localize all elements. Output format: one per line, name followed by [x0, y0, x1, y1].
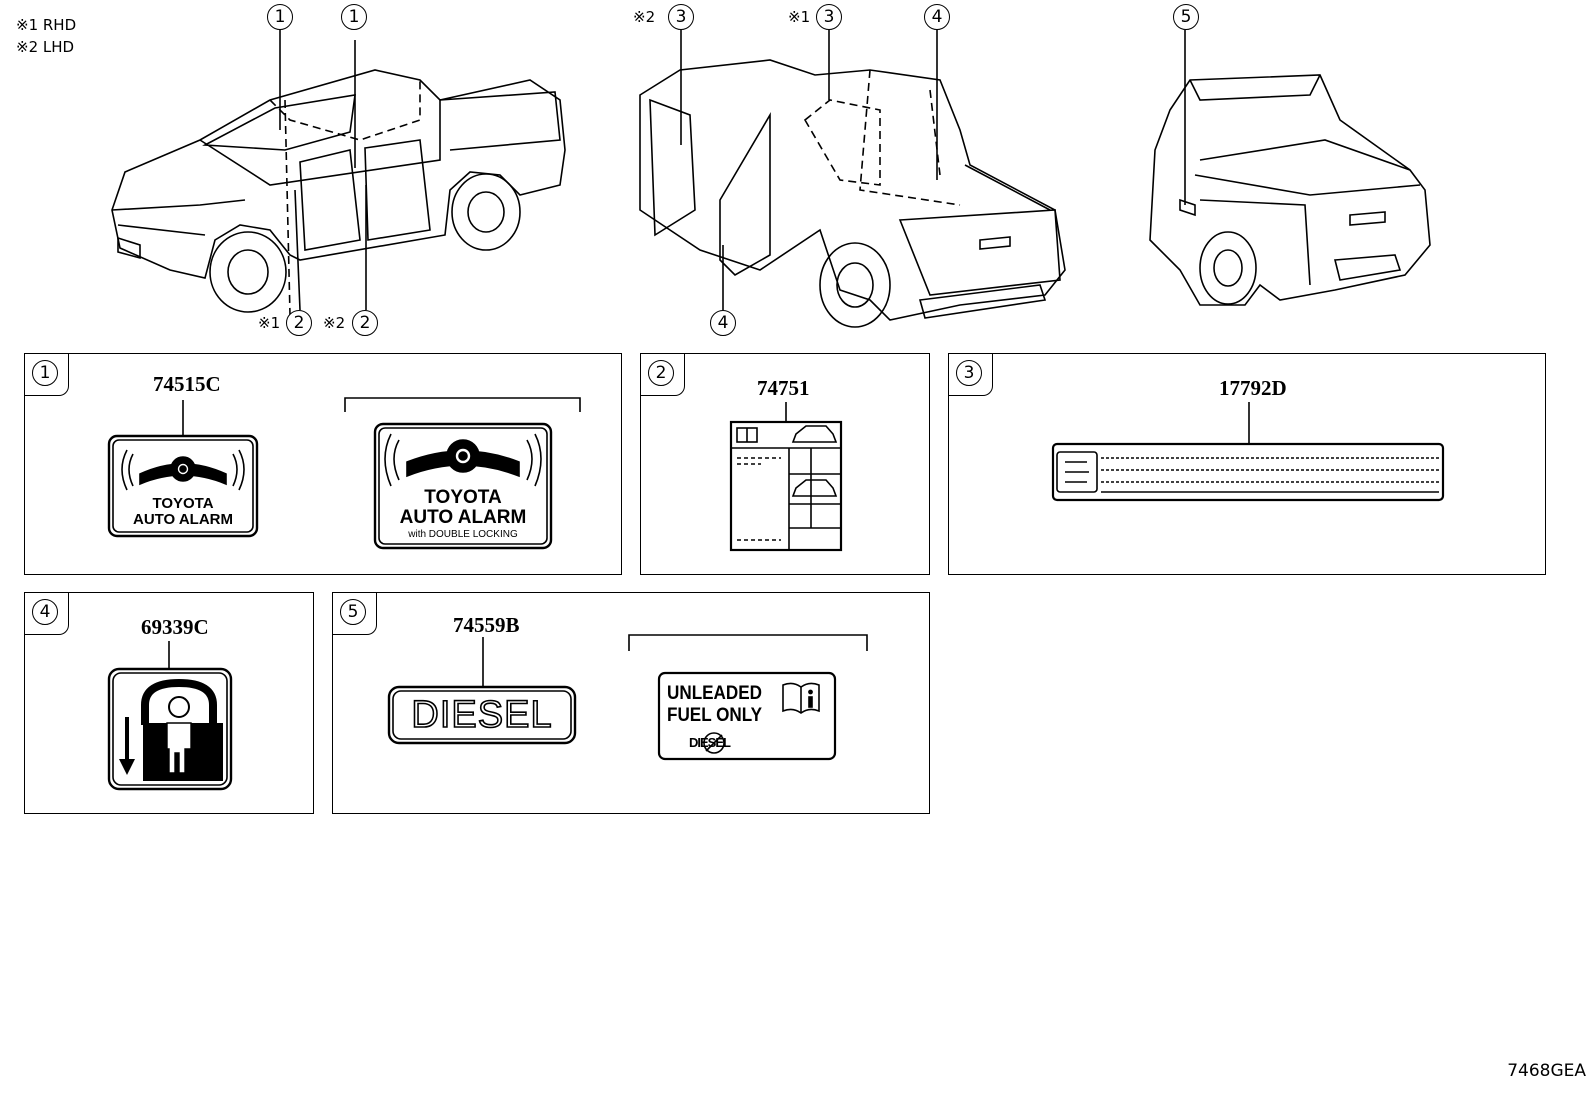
label-diesel-crossed: DIESEL — [689, 735, 731, 750]
note-lhd-3: ※2 — [633, 8, 656, 26]
legend: ※1 RHD ※2 LHD — [16, 14, 76, 58]
part-code-69339C: 69339C — [141, 615, 209, 639]
panel-5: 5 74559B DIESEL UNLEADED FUEL ONLY DIESE… — [332, 592, 930, 814]
callout-2-b: 2 — [352, 310, 378, 336]
truck-open-doors-view — [639, 30, 1066, 328]
note-lhd-2: ※2 — [323, 314, 346, 332]
alarm-icon-a — [121, 449, 245, 491]
part-code-17792D: 17792D — [1219, 376, 1287, 400]
vehicle-illustrations — [111, 30, 1431, 328]
label-toyota-auto-alarm: TOYOTA AUTO ALARM — [113, 496, 253, 528]
note-rhd-3: ※1 — [788, 8, 811, 26]
label-a-line2: AUTO ALARM — [133, 511, 233, 528]
panel-1-number: 1 — [32, 360, 58, 386]
panel-1-tag: 1 — [24, 353, 69, 396]
panel-1-art — [107, 397, 581, 550]
part-code-74751: 74751 — [757, 376, 810, 400]
part-code-74515C: 74515C — [153, 372, 221, 396]
legend-rhd: ※1 RHD — [16, 16, 77, 34]
child-lock-label-art — [107, 641, 233, 791]
part-code-74559B: 74559B — [453, 613, 520, 637]
panel-4: 4 69339C — [24, 592, 314, 814]
callout-3-b: 3 — [816, 4, 842, 30]
panel-1: 1 74515C TOYOTA AUTO ALARM TOYOTA AUTO A… — [24, 353, 622, 575]
label-diesel: DIESEL — [411, 693, 553, 737]
panel-2: 2 74751 — [640, 353, 930, 575]
alarm-icon-b — [384, 433, 542, 487]
panel-3: 3 17792D — [948, 353, 1546, 575]
callout-1-a: 1 — [267, 4, 293, 30]
label-b-line1: TOYOTA — [424, 487, 502, 508]
callout-4-b: 4 — [710, 310, 736, 336]
document-id: 7468GEA — [1507, 1061, 1586, 1081]
label-b-line1: UNLEADED — [667, 683, 763, 704]
label-a-line1: TOYOTA — [152, 495, 214, 512]
panel-5-art — [387, 634, 868, 761]
panel-2-number: 2 — [648, 360, 674, 386]
panel-3-number: 3 — [956, 360, 982, 386]
callout-5: 5 — [1173, 4, 1199, 30]
label-b-line2: FUEL ONLY — [667, 705, 763, 726]
label-b-line3: with DOUBLE LOCKING — [408, 529, 518, 540]
callout-3-a: 3 — [668, 4, 694, 30]
panel-5-tag: 5 — [332, 592, 377, 635]
label-b-line2: AUTO ALARM — [399, 507, 527, 528]
tire-pressure-label-art — [729, 402, 843, 552]
air-filter-label-art — [1051, 402, 1445, 502]
callout-4-a: 4 — [924, 4, 950, 30]
panel-4-number: 4 — [32, 599, 58, 625]
panel-3-tag: 3 — [948, 353, 993, 396]
truck-front-view — [111, 30, 566, 316]
label-toyota-auto-alarm-double-locking: TOYOTA AUTO ALARM with DOUBLE LOCKING — [379, 488, 547, 541]
legend-lhd: ※2 LHD — [16, 38, 75, 56]
callout-1-b: 1 — [341, 4, 367, 30]
callout-2-a: 2 — [286, 310, 312, 336]
panel-2-tag: 2 — [640, 353, 685, 396]
truck-rear-view — [1149, 30, 1431, 306]
note-rhd-2: ※1 — [258, 314, 281, 332]
panel-5-number: 5 — [340, 599, 366, 625]
panel-4-tag: 4 — [24, 592, 69, 635]
label-unleaded-fuel-only: UNLEADED FUEL ONLY — [667, 683, 762, 727]
